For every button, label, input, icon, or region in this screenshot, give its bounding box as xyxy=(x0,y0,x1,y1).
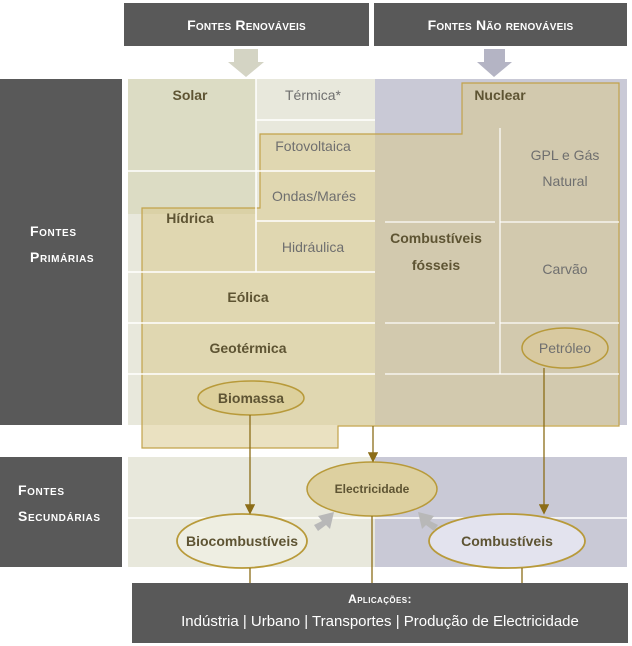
combustiveis-label: Combustíveis xyxy=(461,533,553,549)
secondary-line1: Fontes xyxy=(18,482,65,498)
renewable-down-arrow xyxy=(228,49,264,77)
comb-to-electricity-arrow xyxy=(418,512,438,531)
geotermica-label: Geotérmica xyxy=(209,340,287,356)
bio-to-electricity-arrow xyxy=(314,512,334,531)
applications-title: Aplicações: xyxy=(348,592,412,606)
primary-sources-panel: Fontes Primárias xyxy=(0,79,122,425)
combustiveis-ellipse xyxy=(428,513,586,569)
renewable-sources-header: Fontes Renováveis xyxy=(124,3,369,46)
biomassa-ellipse xyxy=(197,380,305,416)
biocombustiveis-ellipse xyxy=(176,513,308,569)
secondary-line2: Secundárias xyxy=(18,508,101,524)
carvao-label: Carvão xyxy=(542,261,588,277)
combustiveis-fosseis-line2: fósseis xyxy=(411,257,461,273)
applications-panel: Aplicações: Indústria | Urbano | Transpo… xyxy=(132,583,628,643)
termica-label: Térmica* xyxy=(284,87,341,103)
electricidade-label: Electricidade xyxy=(334,482,410,496)
solar-column-fill xyxy=(128,79,256,214)
petroleo-ellipse xyxy=(521,327,609,369)
ondas-label: Ondas/Marés xyxy=(271,188,357,204)
gpl-line2: Natural xyxy=(542,173,588,189)
non-renewable-down-arrow xyxy=(477,49,512,77)
non-renewable-header-label: Fontes Não renováveis xyxy=(427,16,574,33)
applications-items: Indústria | Urbano | Transportes | Produ… xyxy=(181,613,579,630)
hidrica-label: Hídrica xyxy=(166,210,214,226)
fotovoltaica-label: Fotovoltaica xyxy=(275,138,351,154)
petroleo-label: Petróleo xyxy=(538,340,592,356)
renewable-separators xyxy=(128,79,375,375)
gpl-line1: GPL e Gás xyxy=(530,147,600,163)
combustiveis-fosseis-line1: Combustíveis xyxy=(390,230,482,246)
nuclear-label: Nuclear xyxy=(474,87,526,103)
secondary-sources-panel: Fontes Secundárias xyxy=(0,457,122,567)
non-renewable-sources-header: Fontes Não renováveis xyxy=(374,3,627,46)
non-renewable-separators xyxy=(385,128,619,375)
solar-label: Solar xyxy=(172,87,208,103)
renewable-header-label: Fontes Renováveis xyxy=(187,16,306,33)
eolica-label: Eólica xyxy=(227,289,269,305)
primary-line2: Primárias xyxy=(30,249,95,265)
biomassa-label: Biomassa xyxy=(217,390,285,406)
biocombustiveis-label: Biocombustíveis xyxy=(185,533,299,549)
hidraulica-label: Hidráulica xyxy=(281,239,345,255)
primary-line1: Fontes xyxy=(30,223,77,239)
